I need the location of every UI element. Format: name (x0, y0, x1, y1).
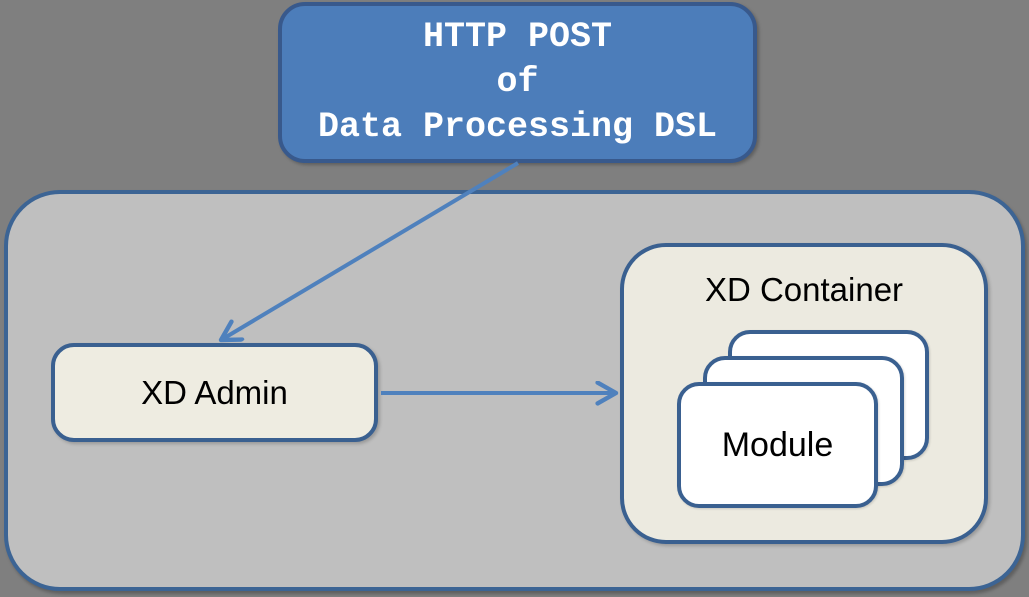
http-post-line-1: HTTP POST (422, 17, 613, 57)
module-label: Module (721, 425, 834, 464)
http-post-line-2: of (496, 62, 539, 102)
http-post-line-3: Data Processing DSL (317, 107, 718, 147)
xd-admin-label: XD Admin (141, 373, 288, 411)
xd-admin-box: XD Admin (51, 343, 378, 442)
xd-container-title: XD Container (704, 271, 904, 308)
xd-container-box: XD Container Module (620, 243, 988, 544)
http-post-box: HTTP POST of Data Processing DSL (278, 2, 757, 163)
module-card-front: Module (677, 382, 878, 508)
